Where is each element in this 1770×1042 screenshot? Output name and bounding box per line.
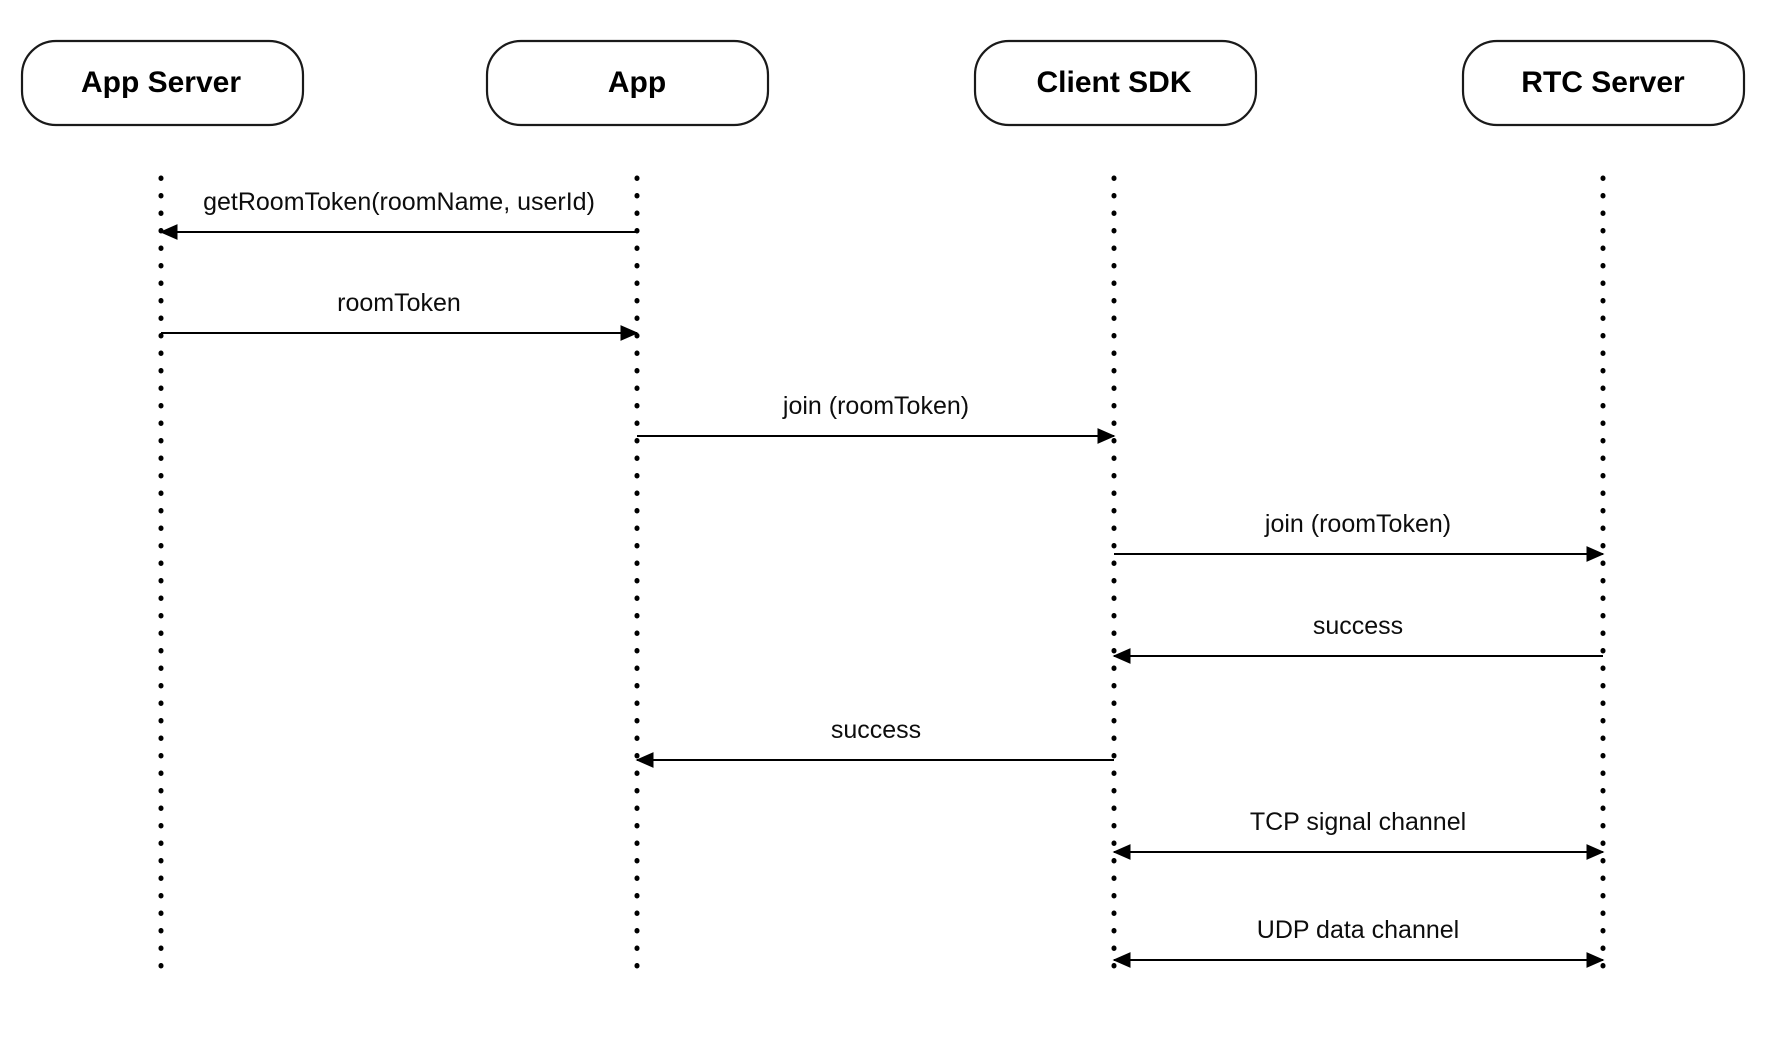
message-m5[interactable]: success — [1112, 612, 1603, 664]
message-label-m4: join (roomToken) — [1264, 510, 1451, 538]
message-label-m8: UDP data channel — [1257, 916, 1459, 944]
participant-box-client-sdk[interactable] — [973, 39, 1258, 127]
message-m8[interactable]: UDP data channel — [1112, 916, 1605, 968]
message-label-m6: success — [831, 716, 921, 744]
message-label-m2: roomToken — [337, 289, 461, 317]
participant-label-rtc-server: RTC Server — [1521, 66, 1685, 99]
messages-layer: getRoomToken(roomName, userId) roomToken j… — [159, 188, 1605, 968]
message-m1[interactable]: getRoomToken(roomName, userId) — [159, 188, 637, 240]
message-m2[interactable]: roomToken — [161, 289, 639, 341]
message-label-m1: getRoomToken(roomName, userId) — [203, 188, 595, 216]
participant-label-client-sdk: Client SDK — [1036, 66, 1191, 99]
participant-app-server[interactable]: App Server — [20, 39, 305, 127]
participant-app[interactable]: App — [485, 39, 770, 127]
message-m4[interactable]: join (roomToken) — [1114, 510, 1605, 562]
participant-box-app[interactable] — [485, 39, 770, 127]
participants-layer: App Server App Client SDK RTC Server — [20, 39, 1746, 127]
participant-client-sdk[interactable]: Client SDK — [973, 39, 1258, 127]
message-label-m3: join (roomToken) — [782, 392, 969, 420]
participant-rtc-server[interactable]: RTC Server — [1461, 39, 1746, 127]
message-label-m7: TCP signal channel — [1250, 808, 1466, 836]
participant-box-app-server[interactable] — [20, 39, 305, 127]
participant-label-app-server: App Server — [81, 66, 241, 99]
participant-label-app: App — [608, 66, 666, 99]
message-m3[interactable]: join (roomToken) — [637, 392, 1116, 444]
message-label-m5: success — [1313, 612, 1403, 640]
message-m7[interactable]: TCP signal channel — [1112, 808, 1605, 860]
participant-box-rtc-server[interactable] — [1461, 39, 1746, 127]
message-m6[interactable]: success — [635, 716, 1114, 768]
